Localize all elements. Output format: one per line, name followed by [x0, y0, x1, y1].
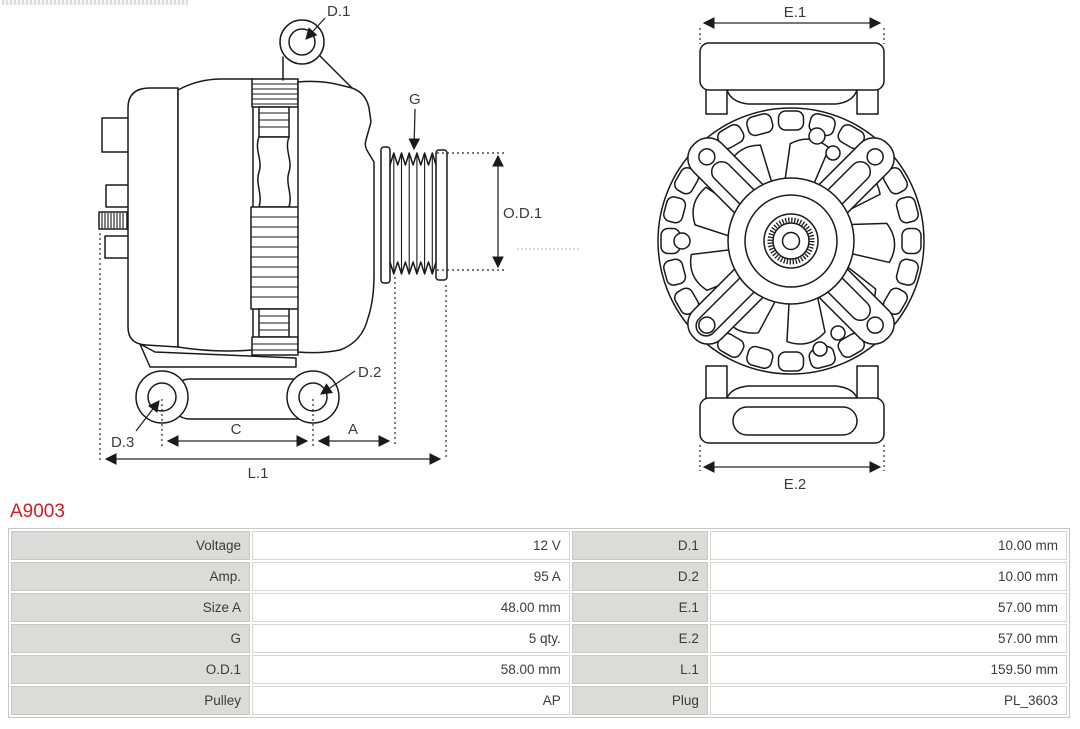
dim-label-a: A	[348, 421, 358, 438]
extension-lines-front	[699, 28, 885, 471]
extension-lines	[99, 152, 506, 460]
table-row: O.D.1 58.00 mm L.1 159.50 mm	[11, 655, 1067, 684]
table-row: Size A 48.00 mm E.1 57.00 mm	[11, 593, 1067, 622]
dim-label-d1: D.1	[327, 3, 350, 20]
spec-value-cell: 10.00 mm	[709, 531, 1067, 560]
spec-label-cell: E.1	[571, 593, 708, 622]
spec-label-cell: E.2	[571, 624, 708, 653]
spec-label-cell: Plug	[571, 686, 708, 715]
dim-label-od1: O.D.1	[503, 205, 542, 222]
front-view-drawing: E.1 E.2	[657, 4, 925, 493]
spec-value-cell: 48.00 mm	[252, 593, 570, 622]
spec-value-cell: 159.50 mm	[709, 655, 1067, 684]
spec-table: Voltage 12 V D.1 10.00 mm Amp. 95 A D.2 …	[8, 528, 1070, 718]
spec-value-cell: PL_3603	[709, 686, 1067, 715]
dim-label-e1: E.1	[784, 4, 807, 21]
spec-value-cell: 10.00 mm	[709, 562, 1067, 591]
spec-label-cell: L.1	[571, 655, 708, 684]
spec-value-cell: 12 V	[252, 531, 570, 560]
spec-label-cell: Size A	[11, 593, 251, 622]
spec-value-cell: 5 qty.	[252, 624, 570, 653]
spec-value-cell: 57.00 mm	[709, 593, 1067, 622]
top-edge-artifact	[2, 0, 188, 5]
dim-label-d2: D.2	[358, 364, 381, 381]
table-row: Pulley AP Plug PL_3603	[11, 686, 1067, 715]
spec-label-cell: Voltage	[11, 531, 251, 560]
spec-label-cell: O.D.1	[11, 655, 251, 684]
table-row: Amp. 95 A D.2 10.00 mm	[11, 562, 1067, 591]
part-number: A9003	[10, 501, 65, 522]
table-row: G 5 qty. E.2 57.00 mm	[11, 624, 1067, 653]
dim-label-d3: D.3	[111, 434, 134, 451]
spec-value-cell: 95 A	[252, 562, 570, 591]
spec-label-cell: Pulley	[11, 686, 251, 715]
dim-label-l1: L.1	[248, 465, 269, 482]
spec-label-cell: D.2	[571, 562, 708, 591]
table-row: Voltage 12 V D.1 10.00 mm	[11, 531, 1067, 560]
spec-label-cell: G	[11, 624, 251, 653]
spec-value-cell: AP	[252, 686, 570, 715]
stator-ribs	[250, 78, 300, 356]
spec-label-cell: D.1	[571, 531, 708, 560]
spec-value-cell: 58.00 mm	[252, 655, 570, 684]
dim-label-e2: E.2	[784, 476, 807, 493]
technical-drawing: D.1 G O.D.1 D.2 D.3 C A L.1	[98, 3, 925, 493]
hub	[727, 177, 855, 305]
dim-label-c: C	[231, 421, 242, 438]
side-view-drawing: D.1 G O.D.1 D.2 D.3 C A L.1	[98, 3, 579, 482]
threaded-stud-hatch	[101, 213, 124, 228]
vent-holes	[673, 127, 846, 357]
dim-label-g: G	[409, 91, 421, 108]
pulley	[380, 146, 448, 284]
spec-label-cell: Amp.	[11, 562, 251, 591]
spec-value-cell: 57.00 mm	[709, 624, 1067, 653]
